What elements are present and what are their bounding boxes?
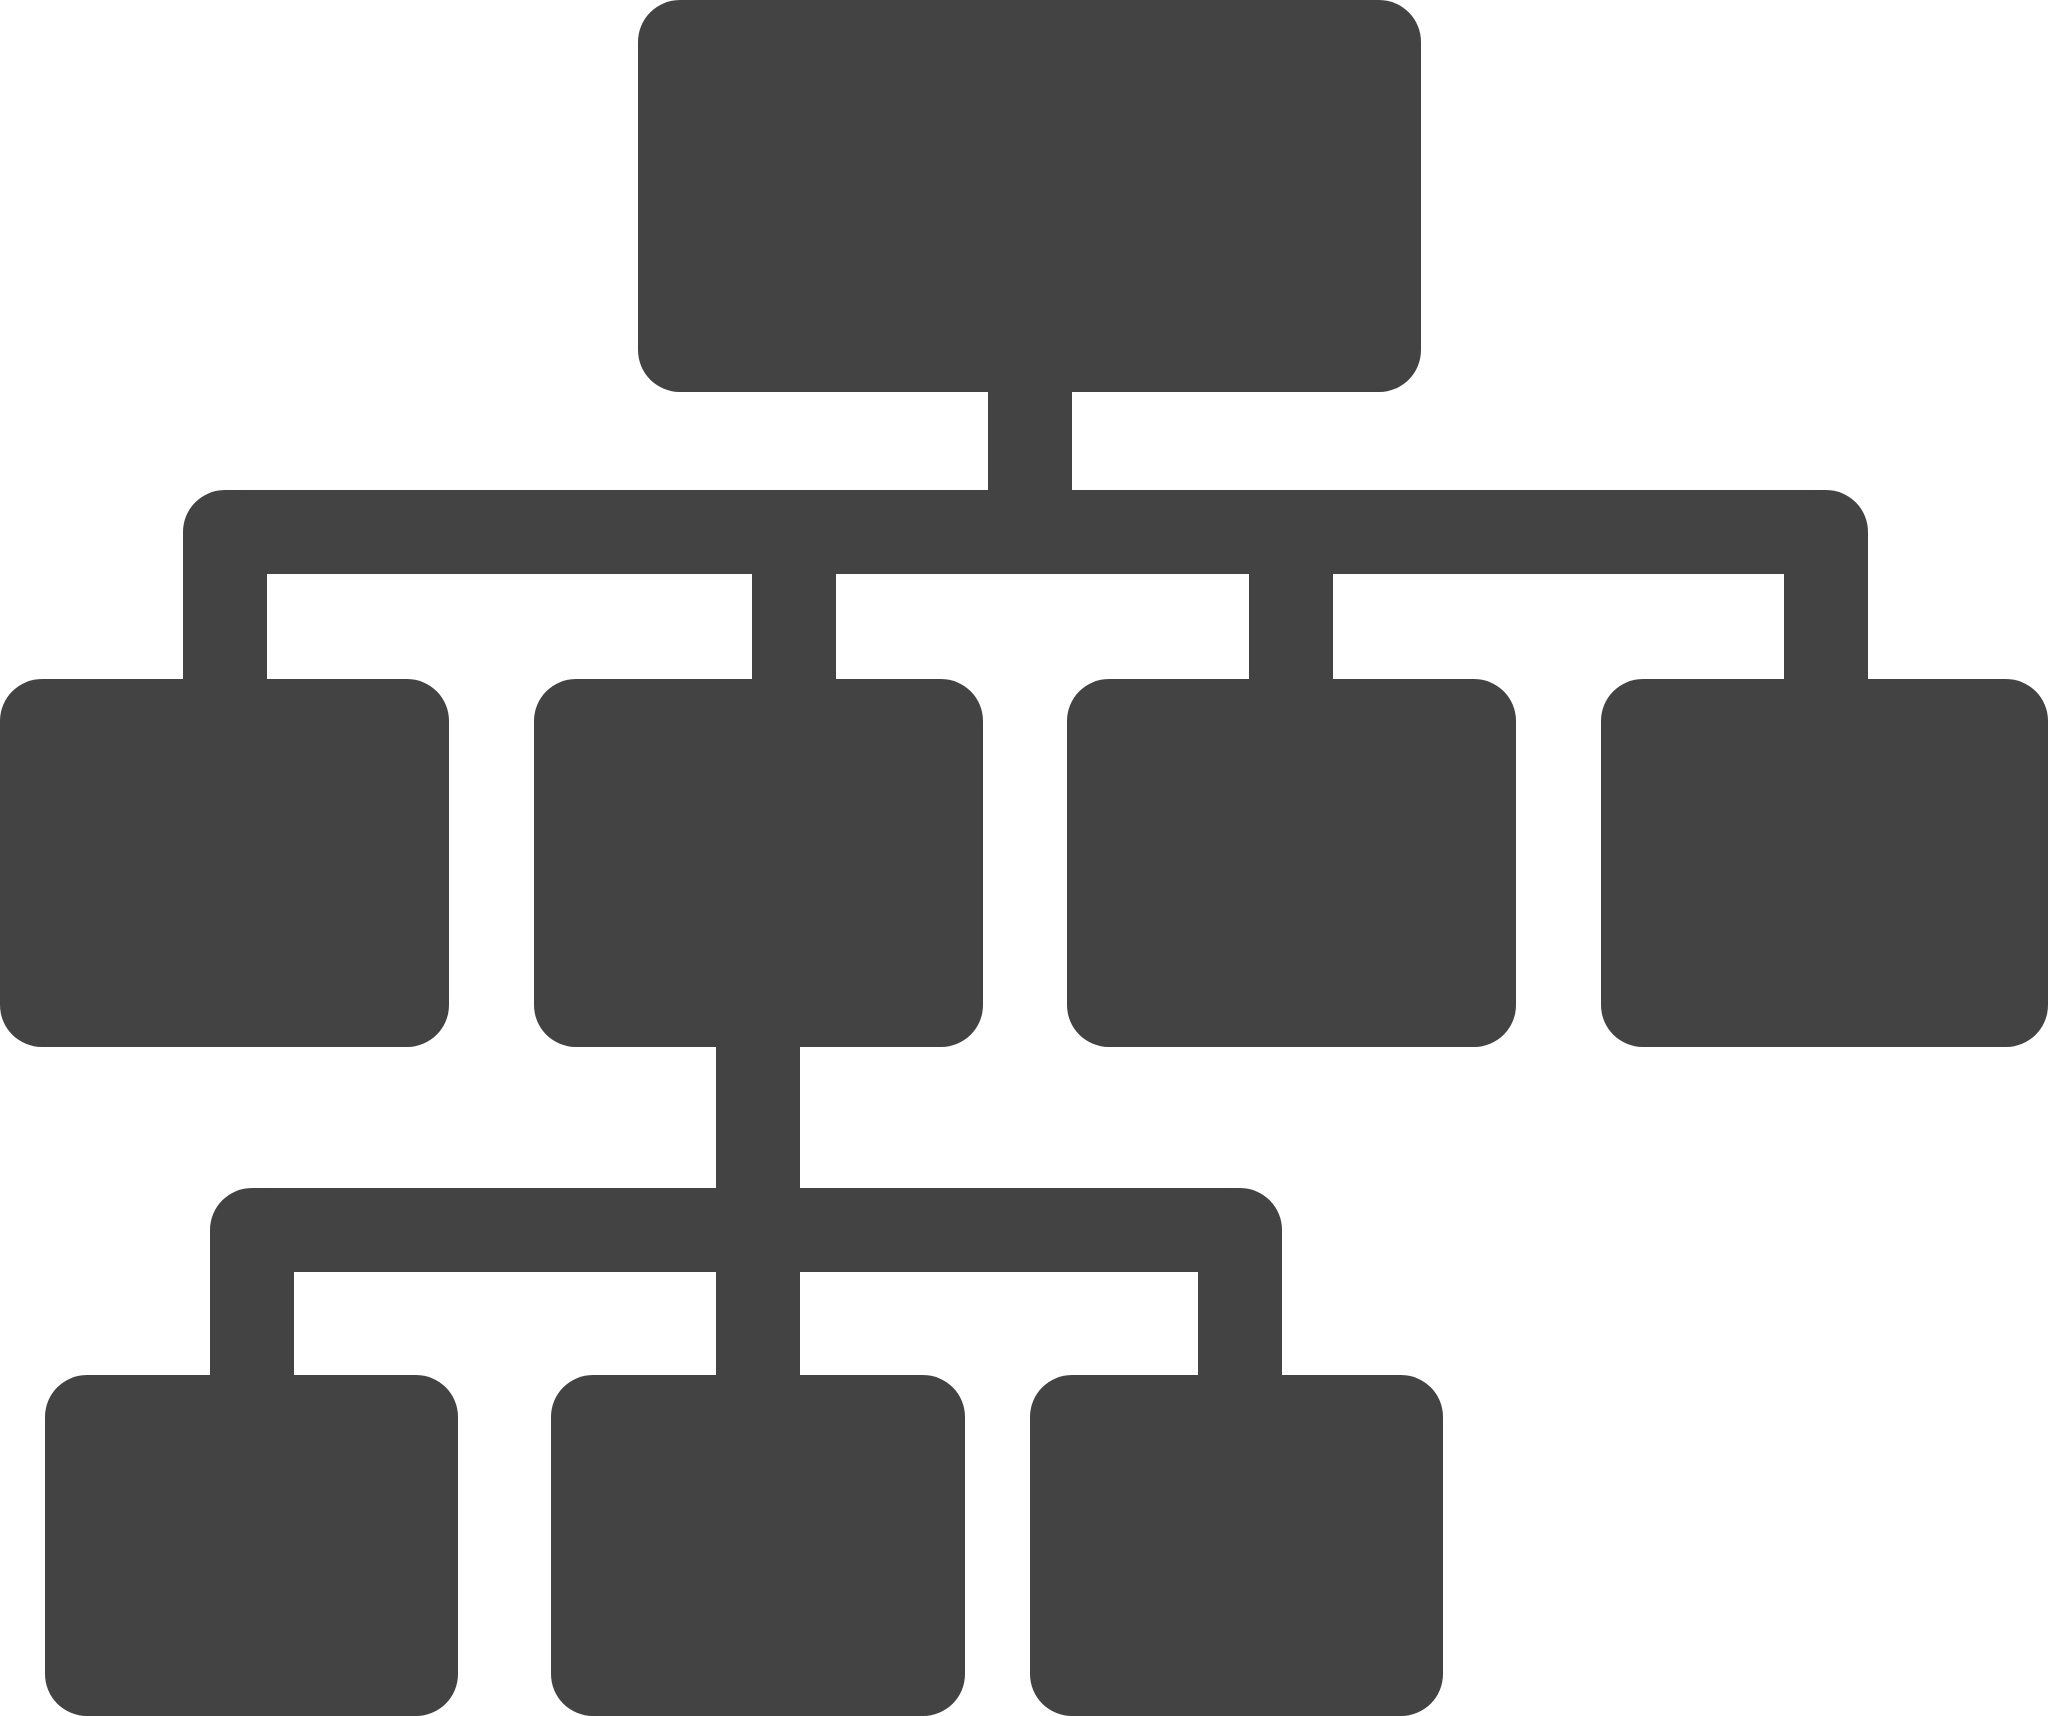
node-box-child-1 bbox=[0, 679, 449, 1047]
connector-drop-child-4 bbox=[1784, 532, 1868, 683]
node-box-child-4 bbox=[1601, 679, 2048, 1047]
node-box-grandchild-1 bbox=[45, 1375, 458, 1716]
connector-drop-grandchild-1 bbox=[210, 1230, 294, 1379]
connector-drop-child-3 bbox=[1249, 532, 1333, 683]
connector-bus-root bbox=[225, 490, 1826, 574]
connector-drop-grandchild-3 bbox=[1198, 1230, 1282, 1379]
node-box-grandchild-2 bbox=[551, 1375, 965, 1716]
connector-drop-child-1 bbox=[183, 532, 267, 683]
node-box-child-2 bbox=[534, 679, 983, 1047]
node-box-root bbox=[638, 0, 1421, 392]
node-box-child-3 bbox=[1067, 679, 1516, 1047]
connector-group bbox=[183, 390, 1868, 1379]
connector-drop-child-2 bbox=[752, 532, 836, 683]
connector-drop-grandchild-2 bbox=[716, 1230, 800, 1379]
node-box-grandchild-3 bbox=[1030, 1375, 1443, 1716]
